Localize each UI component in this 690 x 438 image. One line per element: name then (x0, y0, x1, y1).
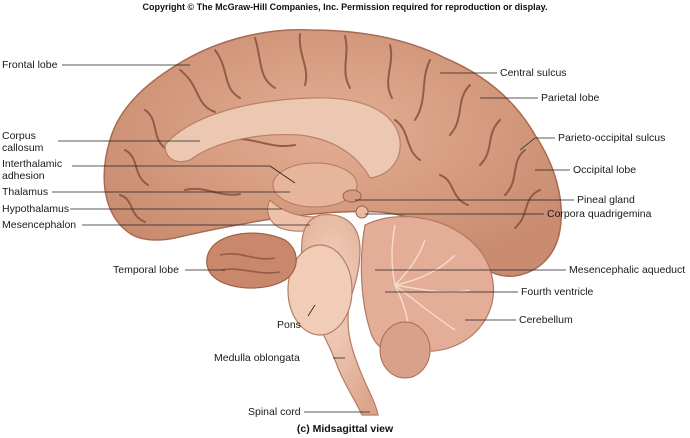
corpus-callosum (164, 97, 401, 179)
label-hypothalamus: Hypothalamus (2, 203, 70, 215)
corpora-quadrigemina (355, 205, 369, 219)
label-temporal-lobe: Temporal lobe (113, 264, 179, 276)
label-pons: Pons (277, 319, 301, 331)
label-cerebellum: Cerebellum (519, 314, 573, 326)
label-pineal-gland: Pineal gland (577, 194, 635, 206)
pons (287, 244, 353, 336)
label-occipital-lobe: Occipital lobe (573, 164, 637, 176)
figure-caption: (c) Midsagittal view (296, 423, 394, 435)
label-corpus-callosum-line1: Corpus (2, 130, 36, 142)
thalamus (272, 162, 358, 208)
label-spinal-cord: Spinal cord (248, 406, 301, 418)
pineal-gland (342, 189, 362, 203)
label-central-sulcus: Central sulcus (500, 67, 567, 79)
leader-lines (52, 64, 574, 413)
label-mesencephalon: Mesencephalon (2, 219, 77, 231)
copyright-notice: Copyright © The McGraw-Hill Companies, I… (142, 2, 548, 12)
cortical-sulci (119, 33, 541, 229)
cerebellum (360, 215, 494, 355)
label-corpus-callosum-line2: callosum (2, 142, 44, 154)
label-frontal-lobe: Frontal lobe (2, 59, 58, 71)
temporal-lobe (206, 232, 297, 289)
label-thalamus: Thalamus (2, 186, 49, 198)
label-corpora-quadrigemina: Corpora quadrigemina (547, 208, 652, 220)
label-interthalamic-line2: adhesion (2, 170, 45, 182)
label-parieto-occipital-sulcus: Parieto-occipital sulcus (558, 132, 666, 144)
label-interthalamic-line1: Interthalamic (2, 158, 63, 170)
label-fourth-ventricle: Fourth ventricle (521, 286, 594, 298)
label-mesencephalic-aqueduct: Mesencephalic aqueduct (569, 264, 686, 276)
label-parietal-lobe: Parietal lobe (541, 92, 600, 104)
label-medulla-oblongata: Medulla oblongata (214, 352, 300, 364)
